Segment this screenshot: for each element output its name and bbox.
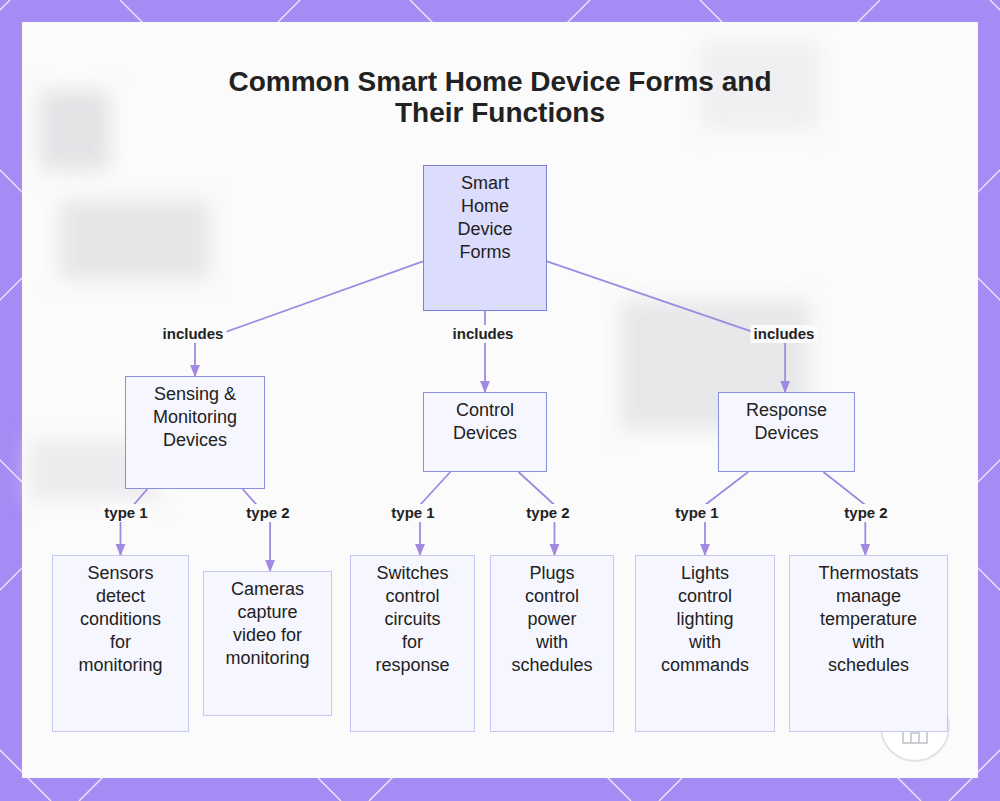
edge-label: includes [160, 325, 227, 343]
category-box: Sensing & Monitoring Devices [125, 376, 265, 489]
connector-line [195, 261, 423, 376]
box-label: Lights control lighting with commands [660, 562, 751, 677]
edge-label: type 2 [523, 504, 572, 522]
box-label: Thermostats manage temperature with sche… [816, 562, 921, 677]
edge-label: type 1 [672, 504, 721, 522]
category-box: Response Devices [718, 392, 855, 472]
device-box: Switches control circuits for response [350, 555, 475, 732]
device-box: Cameras capture video for monitoring [203, 571, 332, 716]
box-label: Cameras capture video for monitoring [218, 578, 318, 670]
connector-line [547, 261, 785, 392]
connector-line [484, 311, 486, 392]
device-box: Sensors detect conditions for monitoring [52, 555, 189, 732]
box-label: Switches control circuits for response [374, 562, 452, 677]
white-panel [22, 22, 978, 778]
box-label: Smart Home Device Forms [450, 172, 520, 264]
root-box: Smart Home Device Forms [423, 165, 547, 311]
edge-label: type 1 [388, 504, 437, 522]
edge-label: type 2 [243, 504, 292, 522]
edge-label: type 1 [101, 504, 150, 522]
box-label: Control Devices [440, 399, 530, 445]
box-label: Sensing & Monitoring Devices [145, 383, 245, 452]
edge-label: includes [450, 325, 517, 343]
connector-line [243, 489, 270, 571]
connector-line [121, 489, 148, 555]
device-box: Plugs control power with schedules [490, 555, 614, 732]
box-label: Plugs control power with schedules [510, 562, 594, 677]
box-label: Response Devices [737, 399, 837, 445]
blurred-photo [30, 40, 820, 500]
diagram-title: Common Smart Home Device Forms and Their… [200, 66, 800, 128]
device-box: Thermostats manage temperature with sche… [789, 555, 948, 732]
box-label: Sensors detect conditions for monitoring [71, 562, 171, 677]
category-box: Control Devices [423, 392, 547, 472]
edge-label: type 2 [841, 504, 890, 522]
edge-label: includes [751, 325, 818, 343]
device-box: Lights control lighting with commands [635, 555, 775, 732]
